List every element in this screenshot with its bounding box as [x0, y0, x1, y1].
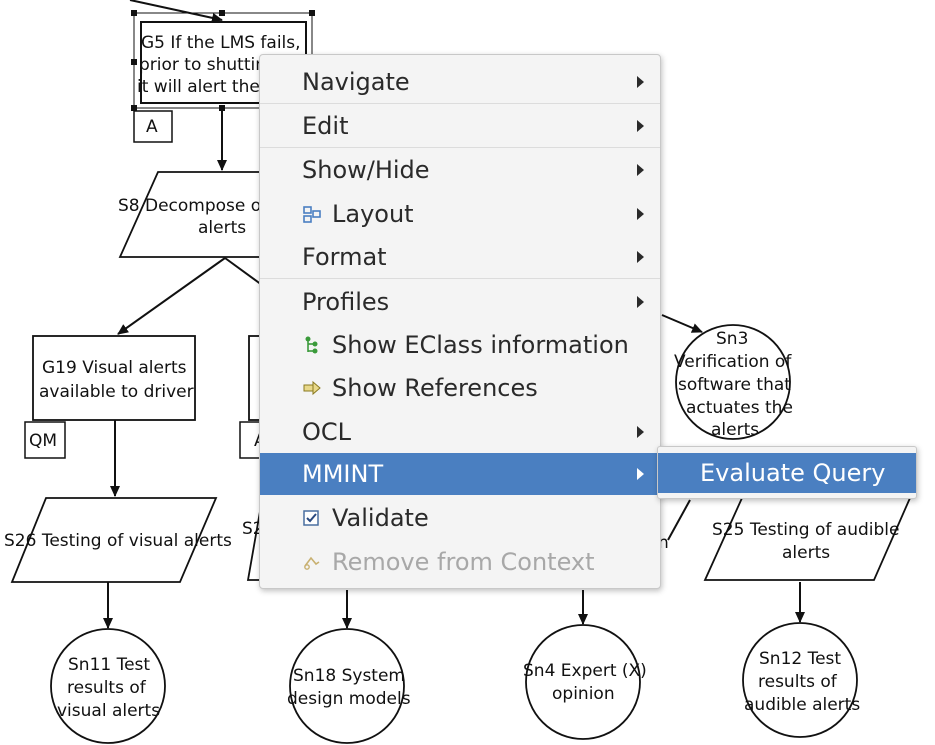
menu-item-validate[interactable]: Validate — [260, 497, 660, 539]
solution-sn11-line-1: Sn11 Test — [68, 655, 150, 675]
submenu-arrow-icon — [637, 120, 644, 132]
menu-item-show-eclass-information[interactable]: Show EClass information — [260, 324, 660, 366]
submenu-arrow-icon — [637, 296, 644, 308]
context-menu: Navigate Edit Show/Hide Layout Format Pr… — [259, 54, 661, 589]
submenu-item-evaluate-query[interactable]: Evaluate Query — [658, 453, 916, 493]
menu-item-format-label: Format — [302, 243, 387, 271]
edge-s8-to-g19[interactable] — [117, 257, 226, 335]
mmint-submenu: Evaluate Query — [657, 446, 917, 499]
goal-g5-tag[interactable]: A — [133, 110, 173, 143]
strategy-s26[interactable]: S26 Testing of visual alerts — [4, 497, 232, 583]
goal-g19-tag-label: QM — [29, 431, 57, 451]
menu-separator — [260, 103, 660, 104]
partial-label-n: n — [658, 533, 669, 553]
remove-context-icon — [304, 556, 320, 570]
edge-top-to-g5[interactable] — [129, 0, 223, 23]
solution-sn4[interactable]: Sn4 Expert (X) opinion — [523, 624, 647, 740]
submenu-item-evaluate-query-label: Evaluate Query — [700, 459, 886, 487]
submenu-arrow-icon — [637, 251, 644, 263]
references-arrow-icon — [303, 380, 321, 396]
menu-item-navigate[interactable]: Navigate — [260, 61, 660, 103]
menu-item-edit-label: Edit — [302, 112, 349, 140]
menu-item-mmint[interactable]: MMINT — [260, 453, 660, 495]
menu-item-ocl-label: OCL — [302, 418, 352, 446]
solution-sn11-line-2: results of — [67, 678, 147, 698]
strategy-s26-label: S26 Testing of visual alerts — [4, 531, 232, 551]
goal-g19-line-2: available to driver — [39, 382, 194, 402]
goal-g19-tag[interactable]: QM — [24, 421, 66, 459]
submenu-arrow-icon — [637, 426, 644, 438]
solution-sn3-line-3: software that — [678, 375, 791, 395]
solution-sn3-line-4: actuates the — [686, 398, 793, 418]
eclass-tree-icon — [305, 336, 318, 354]
menu-item-format[interactable]: Format — [260, 236, 660, 278]
menu-item-ocl[interactable]: OCL — [260, 411, 660, 453]
menu-item-show-hide[interactable]: Show/Hide — [260, 149, 660, 191]
solution-sn3-line-5: alerts — [711, 420, 759, 440]
strategy-s2x[interactable]: S2 — [242, 499, 264, 581]
strategy-s25-line-1: S25 Testing of audible — [712, 520, 899, 540]
layout-icon — [303, 206, 321, 223]
edge-s8-to-mid[interactable] — [224, 257, 263, 286]
menu-item-show-hide-label: Show/Hide — [302, 156, 430, 184]
checkbox-icon — [303, 510, 319, 526]
edge-to-s25[interactable] — [667, 499, 691, 541]
solution-sn11[interactable]: Sn11 Test results of visual alerts — [50, 628, 166, 744]
goal-g5-tag-label: A — [146, 117, 158, 137]
menu-item-remove-from-context[interactable]: Remove from Context — [260, 541, 660, 583]
strategy-s8-line-2: alerts — [198, 218, 246, 238]
submenu-arrow-icon — [637, 164, 644, 176]
goal-g5-line-2: prior to shutting — [139, 55, 277, 75]
solution-sn12-line-1: Sn12 Test — [759, 649, 841, 669]
menu-item-mmint-label: MMINT — [302, 460, 384, 488]
solution-sn4-line-2: opinion — [552, 684, 615, 704]
solution-sn3-line-2: Verification of — [674, 352, 792, 372]
menu-item-navigate-label: Navigate — [302, 68, 410, 96]
menu-item-layout-label: Layout — [332, 200, 414, 228]
menu-item-remove-from-context-label: Remove from Context — [332, 548, 595, 576]
solution-sn12-line-2: results of — [758, 672, 838, 692]
strategy-s8-line-1: S8 Decompose ov — [118, 196, 271, 216]
menu-item-edit[interactable]: Edit — [260, 105, 660, 147]
menu-item-validate-label: Validate — [332, 504, 429, 532]
menu-item-profiles-label: Profiles — [302, 288, 390, 316]
goal-g5-line-1: G5 If the LMS fails, — [141, 33, 301, 53]
goal-g19[interactable]: G19 Visual alerts available to driver — [32, 335, 196, 421]
edge-s8-to-sn3[interactable] — [661, 314, 703, 333]
strategy-s25-line-2: alerts — [782, 543, 830, 563]
solution-sn3-line-1: Sn3 — [716, 329, 748, 349]
connectors — [103, 0, 805, 629]
solution-sn4-line-1: Sn4 Expert (X) — [523, 661, 647, 681]
submenu-arrow-icon — [637, 76, 644, 88]
menu-item-show-eclass-information-label: Show EClass information — [332, 331, 629, 359]
strategy-s25[interactable]: S25 Testing of audible alerts — [703, 497, 912, 581]
menu-item-show-references-label: Show References — [332, 374, 538, 402]
submenu-arrow-icon — [637, 468, 644, 480]
submenu-arrow-icon — [637, 208, 644, 220]
solution-sn3[interactable]: Sn3 Verification of software that actuat… — [674, 324, 793, 440]
goal-g5-line-3: it will alert the — [137, 77, 260, 97]
solution-sn18-line-2: design models — [287, 689, 411, 709]
menu-item-profiles[interactable]: Profiles — [260, 281, 660, 323]
solution-sn18[interactable]: Sn18 System design models — [287, 628, 411, 744]
menu-separator — [260, 147, 660, 148]
goal-g19-line-1: G19 Visual alerts — [42, 358, 187, 378]
menu-item-show-references[interactable]: Show References — [260, 367, 660, 409]
solution-sn12-line-3: audible alerts — [744, 695, 860, 715]
menu-item-layout[interactable]: Layout — [260, 193, 660, 235]
menu-separator — [260, 278, 660, 279]
solution-sn11-line-3: visual alerts — [57, 701, 160, 721]
solution-sn12[interactable]: Sn12 Test results of audible alerts — [742, 622, 860, 738]
solution-sn18-line-1: Sn18 System — [293, 666, 405, 686]
strategy-s2x-label: S2 — [242, 519, 264, 539]
